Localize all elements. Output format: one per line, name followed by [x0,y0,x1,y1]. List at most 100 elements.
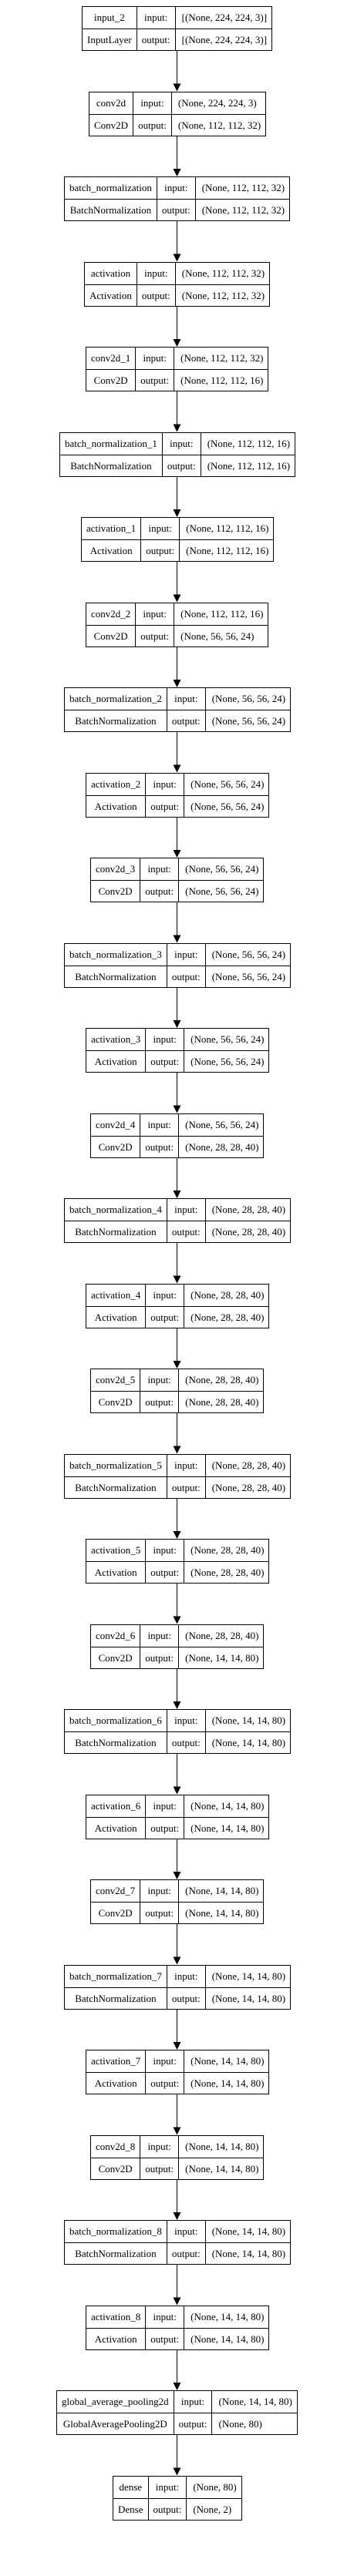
io-label-column: input:output: [140,858,179,902]
input-shape: (None, 224, 224, 3) [177,96,257,109]
layer-type: Conv2D [91,1902,140,1924]
input-label: input: [174,1970,198,1982]
output-shape: (None, 14, 14, 80) [179,1646,264,1669]
layer-name: activation_5 [91,1544,141,1556]
input-shape: (None, 14, 14, 80) [190,2055,265,2067]
input-label: input: [180,2396,205,2407]
input-label: input: [143,607,167,620]
output-shape: (None, 14, 14, 80) [184,2327,269,2350]
input-shape: (None, 28, 28, 40) [211,1204,286,1215]
input-shape: (None, 112, 112, 32) [180,352,264,364]
output-label: output: [167,1221,205,1243]
io-label-column: input: output: [166,1199,205,1243]
input-label: input: [174,1204,198,1215]
output-label: output: [167,1731,205,1754]
input-label: input: [153,2310,177,2322]
layer-type: GlobalAveragePooling2D [57,2413,174,2435]
shape-column: (None, 112, 112, 16) (None, 56, 56, 24) [174,603,268,647]
layer-name: dense [119,2480,143,2493]
layer-type: Activation [86,1050,146,1073]
output-shape: (None, 112, 112, 32) [175,284,270,307]
input-shape: (None, 14, 14, 80) [218,2396,292,2407]
io-label-column: input:output: [145,1284,184,1328]
io-label-column: input: output: [147,2476,187,2521]
output-label: output: [146,1816,184,1839]
output-shape: (None, 112, 112, 32) [171,113,266,136]
layer-name: batch_normalization [69,182,152,193]
layer-name: conv2d_4 [96,1118,136,1130]
input-label: input: [147,2140,171,2152]
output-shape: (None, 56, 56, 24) [184,794,269,818]
layer-type: BatchNormalization [65,965,167,988]
shape-column: (None, 56, 56, 24)(None, 56, 56, 24) [204,688,291,731]
output-label: output: [162,454,201,477]
layer-type: BatchNormalization [65,199,157,221]
output-label: output: [140,880,179,902]
layer-type: Dense [113,2497,148,2521]
input-shape: (None, 80) [193,2480,237,2493]
layer-type: Activation [86,2072,146,2094]
io-label-column: input:output: [140,1113,179,1157]
input-shape: (None, 56, 56, 24) [211,948,286,960]
layer-name: activation_2 [91,778,141,790]
layer-type: BatchNormalization [65,1476,167,1499]
input-label: input: [174,693,198,704]
output-shape: (None, 56, 56, 24) [174,624,268,647]
io-label-column: input:output: [145,2050,184,2094]
output-label: output: [148,2497,187,2521]
output-label: output: [136,624,174,647]
input-shape: (None, 56, 56, 24) [185,863,259,875]
input-shape: (None, 56, 56, 24) [190,778,265,790]
output-label: output: [167,710,205,732]
io-label-column: input:output: [140,518,180,561]
shape-column: (None, 14, 14, 80)(None, 14, 14, 80) [204,1965,291,2009]
layer-type: Activation [82,539,141,562]
output-shape: [(None, 224, 224, 3)] [175,29,272,51]
input-label: input: [170,437,194,449]
input-label: input: [143,352,167,364]
output-shape: (None, 112, 112, 16) [180,539,274,562]
layer-name: batch_normalization_5 [69,1459,162,1471]
io-label-column: input:output: [140,1624,179,1668]
shape-column: (None, 224, 224, 3) (None, 112, 112, 32) [170,92,266,136]
io-label-column: input:output: [145,1029,184,1072]
layer-type: Activation [86,1561,146,1584]
input-shape: (None, 112, 112, 32) [201,182,285,193]
shape-column: (None, 28, 28, 40) (None, 14, 14, 80) [178,1624,264,1669]
shape-column: (None, 56, 56, 24)(None, 56, 56, 24) [204,943,291,987]
output-label: output: [146,1561,184,1584]
output-shape: (None, 112, 112, 32) [195,199,290,221]
layer-type: Conv2D [91,1135,140,1158]
output-label: output: [167,965,205,988]
input-label: input: [155,2480,180,2493]
layer-name: conv2d_1 [91,352,131,364]
layer-type: Conv2D [91,2157,140,2180]
input-shape: (None, 28, 28, 40) [185,1629,259,1641]
output-shape: (None, 28, 28, 40) [184,1561,269,1584]
layer-name: activation_3 [91,1033,141,1045]
output-shape: (None, 14, 14, 80) [179,1902,264,1924]
output-label: output: [146,794,184,818]
input-label: input: [174,2225,198,2237]
input-shape: (None, 112, 112, 16) [180,607,264,620]
